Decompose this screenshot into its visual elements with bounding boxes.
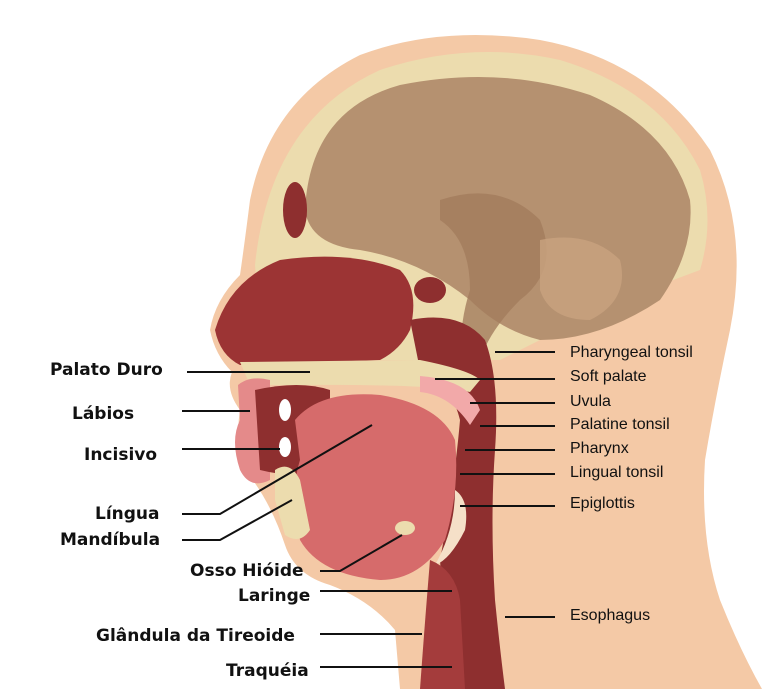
label-traqueia: Traquéia <box>226 661 309 681</box>
label-lingual-tonsil: Lingual tonsil <box>570 464 664 481</box>
nasal-cavity <box>215 256 414 365</box>
upper-incisor <box>279 399 291 421</box>
soft-palate <box>420 376 480 425</box>
frontal-sinus <box>283 182 307 238</box>
label-soft-palate: Soft palate <box>570 368 647 385</box>
label-esophagus: Esophagus <box>570 607 651 624</box>
label-palatine-tonsil: Palatine tonsil <box>570 416 670 433</box>
label-pharyngeal-tonsil: Pharyngeal tonsil <box>570 344 693 361</box>
label-labios: Lábios <box>72 404 135 424</box>
label-lingua: Língua <box>95 504 160 524</box>
label-palato-duro: Palato Duro <box>50 360 163 380</box>
epiglottis <box>435 490 467 565</box>
mandible <box>275 466 310 539</box>
label-mandibula: Mandíbula <box>60 530 161 550</box>
label-pharynx: Pharynx <box>570 440 629 457</box>
cerebellum <box>540 237 622 320</box>
lower-incisor <box>279 437 291 457</box>
brain-stem <box>440 193 547 360</box>
tongue <box>295 394 457 580</box>
pointer-lines <box>182 351 555 668</box>
label-osso-hioide: Osso Hióide <box>190 561 304 581</box>
larynx-trachea <box>420 560 465 689</box>
label-laringe: Laringe <box>238 586 311 606</box>
label-glandula-tireoide: Glândula da Tireoide <box>96 626 295 646</box>
label-incisivo: Incisivo <box>84 445 158 465</box>
hyoid-bone <box>395 521 415 535</box>
sphenoid-sinus <box>414 277 446 303</box>
label-uvula: Uvula <box>570 393 611 410</box>
label-epiglottis: Epiglottis <box>570 495 635 512</box>
